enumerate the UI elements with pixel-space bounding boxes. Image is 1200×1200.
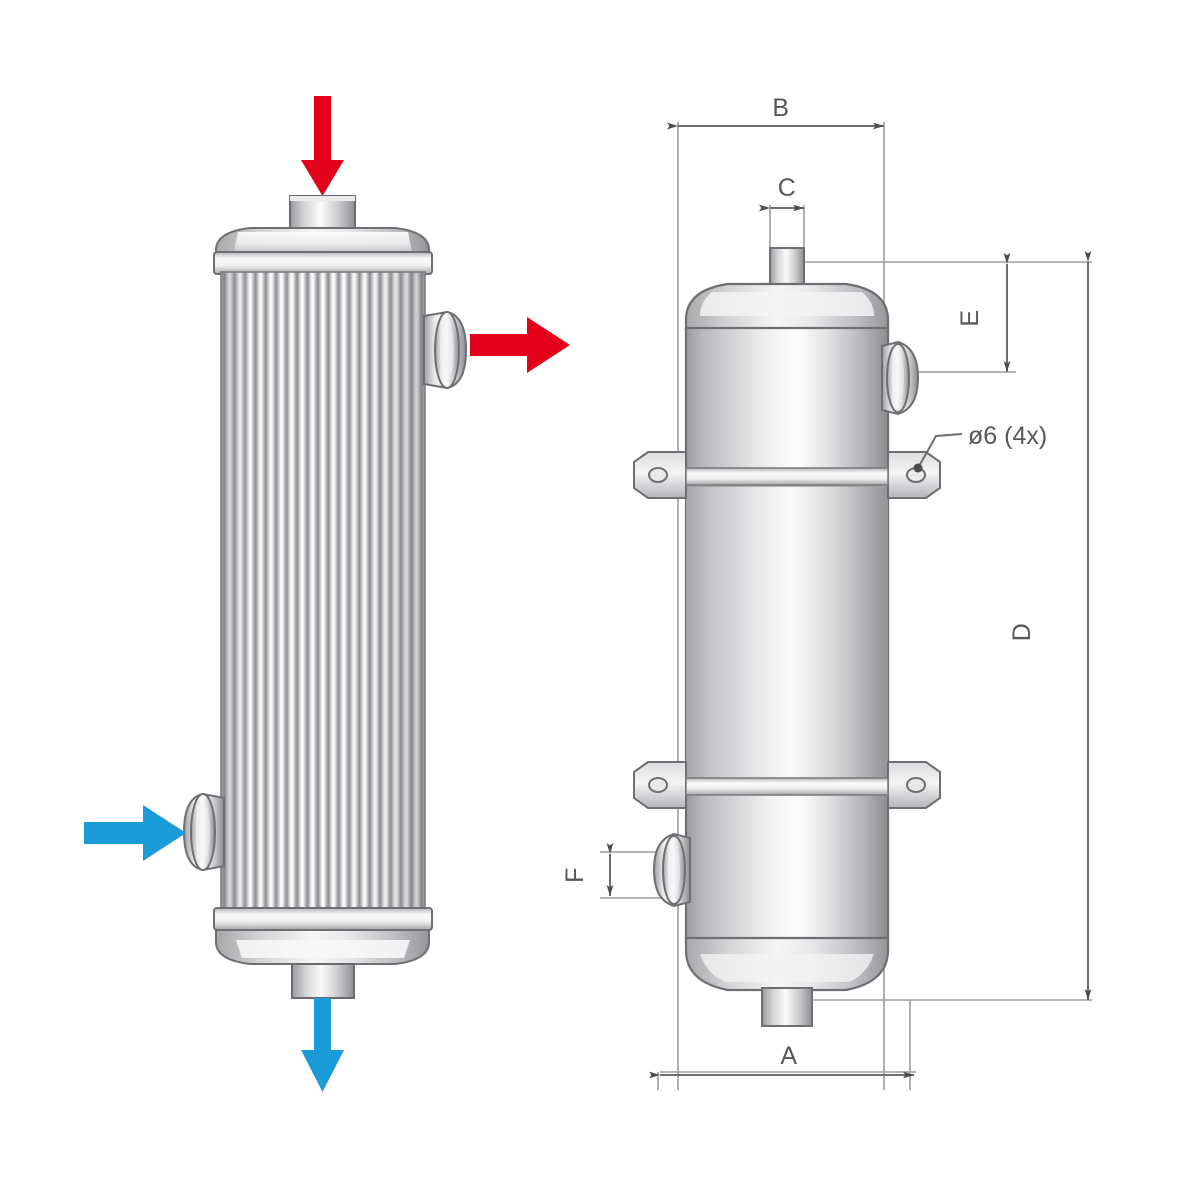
dimension-a-label: A: [780, 1042, 797, 1070]
cooling-fins: [220, 271, 426, 911]
leader-dot: [913, 463, 923, 473]
mounting-bracket-lower: [633, 761, 941, 809]
hole-callout-label: ø6 (4x): [968, 422, 1047, 450]
dimension-b: B: [667, 94, 884, 130]
top-end-cap-outline: [684, 282, 890, 332]
lower-side-port-nozzle-outline: [652, 832, 691, 908]
bracket-hole-lower-right: [906, 777, 926, 793]
flow-arrow-cold-outlet: [301, 998, 344, 1092]
dimension-d-label: D: [1008, 623, 1036, 642]
dimension-e: E: [956, 253, 1011, 372]
upper-side-port-nozzle: [423, 310, 468, 390]
bottom-port-nozzle: [291, 963, 355, 999]
dimensioned-outline-view: B C D E F A: [561, 94, 1092, 1090]
flow-arrow-cold-inlet: [84, 805, 186, 861]
dimension-e-label: E: [956, 309, 984, 326]
mounting-strap-upper: [685, 467, 889, 486]
dimension-c-label: C: [778, 174, 797, 202]
dimension-f: F: [561, 843, 614, 896]
top-end-cap: [213, 227, 433, 275]
dimension-f-label: F: [561, 867, 589, 883]
flow-arrow-hot-inlet: [301, 96, 344, 196]
finned-isometric-view: [84, 96, 570, 1092]
dimension-c: C: [759, 174, 804, 212]
dimension-b-label: B: [772, 94, 789, 122]
bottom-end-cap-outline: [684, 936, 890, 992]
hole-callout: ø6 (4x): [913, 422, 1047, 473]
bottom-port-nozzle-outline: [761, 987, 813, 1027]
vessel-body: [684, 326, 890, 944]
dimension-a: A: [649, 1042, 914, 1079]
upper-side-port-nozzle-outline: [881, 340, 920, 416]
lower-side-port-nozzle: [182, 792, 225, 872]
bottom-end-cap: [213, 907, 433, 965]
dimension-d: D: [1008, 251, 1092, 1000]
bracket-hole-lower-left: [648, 777, 668, 793]
mounting-bracket-upper: [633, 451, 941, 499]
mounting-strap-lower: [685, 777, 889, 796]
flow-arrow-hot-outlet: [470, 317, 570, 373]
bracket-hole-upper-left: [648, 467, 668, 483]
